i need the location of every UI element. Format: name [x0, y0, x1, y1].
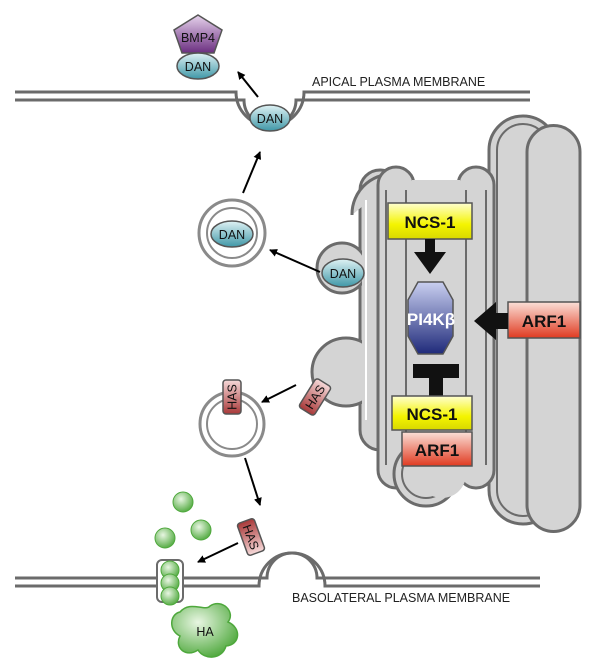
- arf1-right-label: ARF1: [522, 312, 566, 331]
- apical-membrane-label: APICAL PLASMA MEMBRANE: [312, 75, 485, 89]
- ha-beads: [154, 491, 212, 549]
- bmp4-dan-complex: BMP4 DAN: [173, 14, 223, 80]
- ncs1-bottom-label: NCS-1: [406, 405, 457, 424]
- basolateral-membrane: [15, 551, 540, 588]
- bmp4-label: BMP4: [181, 31, 215, 45]
- has-arrows: [197, 384, 297, 563]
- arf1-right: ARF1: [507, 301, 581, 339]
- arf1-bottom-label: ARF1: [415, 441, 459, 460]
- dan-pit-label: DAN: [257, 112, 283, 126]
- ncs1-activation-arrow: [414, 239, 446, 274]
- pi4kb-enzyme: PI4Kβ: [407, 281, 455, 355]
- basolateral-membrane-label: BASOLATERAL PLASMA MEMBRANE: [292, 591, 510, 605]
- inhibition-bar: [413, 364, 459, 396]
- dan-arrows: [237, 71, 321, 273]
- ncs1-top-label: NCS-1: [404, 213, 455, 232]
- ncs1-bottom: NCS-1: [391, 395, 473, 431]
- arf1-bottom: ARF1: [401, 431, 473, 467]
- dan-released-label: DAN: [185, 60, 211, 74]
- arf1-activation-arrow: [474, 302, 508, 340]
- dan-vesicle: DAN: [197, 198, 267, 268]
- has-vesicle: [198, 390, 266, 458]
- has-membrane: HAS: [236, 518, 266, 556]
- has-vesicle-protein: HAS: [222, 379, 242, 415]
- ha-label: HA: [196, 625, 214, 639]
- ncs1-top: NCS-1: [387, 202, 473, 240]
- ha-channel: [156, 559, 184, 606]
- ha-blob: HA: [171, 602, 239, 658]
- dan-vesicle-label: DAN: [219, 228, 245, 242]
- pi4kb-label: PI4Kβ: [407, 310, 455, 329]
- dan-apical-pit: DAN: [249, 104, 291, 132]
- dan-golgi: DAN: [321, 258, 365, 288]
- has-vesicle-label: HAS: [226, 384, 240, 410]
- dan-golgi-label: DAN: [330, 267, 356, 281]
